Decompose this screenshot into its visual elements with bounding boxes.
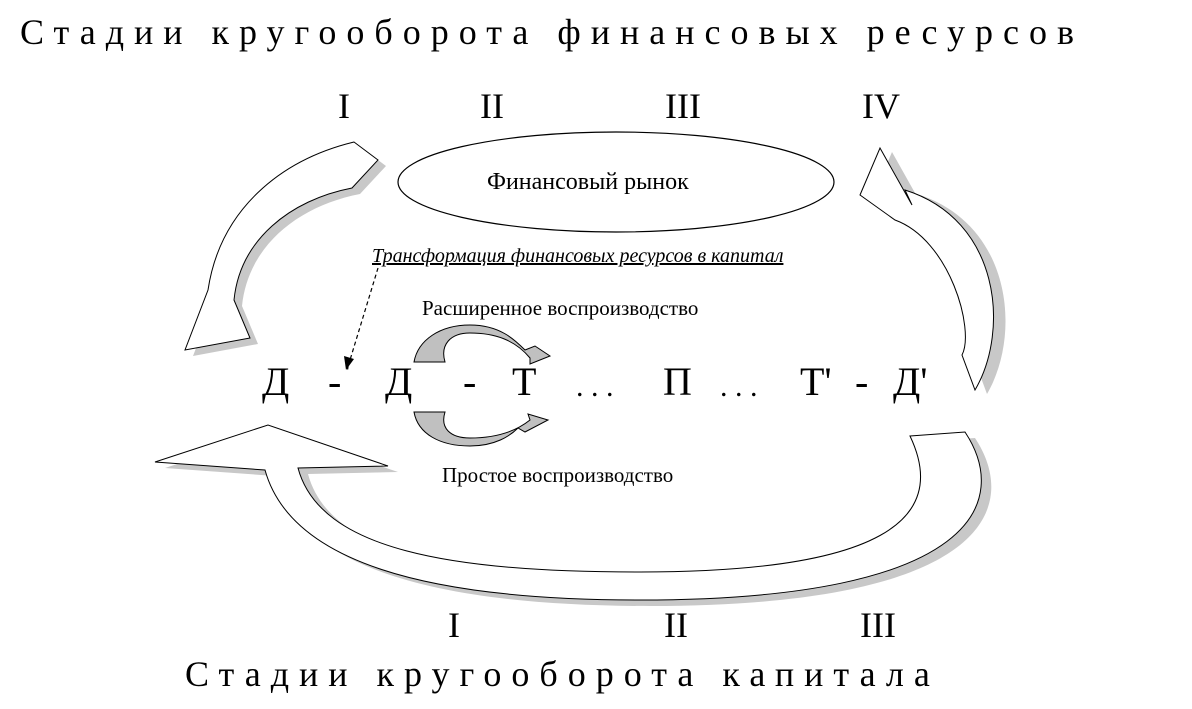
- top-stage-2: II: [480, 86, 504, 126]
- financial-market-oval: [397, 131, 835, 233]
- expanded-loop-arrow: [413, 324, 552, 365]
- formula-t1: Т: [512, 359, 537, 404]
- simple-loop-arrow: [413, 411, 550, 447]
- formula-p: П: [663, 359, 692, 404]
- formula-dash3: -: [855, 359, 869, 404]
- formula-prime: ': [345, 356, 351, 389]
- top-stage-3: III: [665, 86, 701, 126]
- formula-d3: Д': [893, 359, 928, 404]
- formula-dash1: -: [328, 359, 342, 404]
- formula-dots2: . . .: [720, 370, 758, 403]
- arrow-top-left: [184, 141, 386, 356]
- bottom-stage-1: I: [448, 605, 460, 645]
- financial-market-label: Финансовый рынок: [487, 169, 689, 195]
- formula-dash2: -: [463, 359, 477, 404]
- formula-d2: Д: [385, 359, 413, 404]
- formula-t2: Т': [800, 359, 832, 404]
- title-capital: Стадии кругооборота капитала: [185, 654, 940, 694]
- transformation-label: Трансформация финансовых ресурсов в капи…: [372, 245, 784, 267]
- arrow-top-right: [859, 146, 1006, 394]
- formula-d1: Д: [262, 359, 290, 404]
- transformation-pointer: [344, 267, 379, 370]
- arrow-bottom-cycle: [154, 424, 992, 606]
- formula-dots1: . . .: [576, 370, 614, 403]
- bottom-stage-2: II: [664, 605, 688, 645]
- title-financial-resources: Стадии кругооборота финансовых ресурсов: [20, 12, 1085, 52]
- top-stage-4: IV: [862, 86, 900, 126]
- expanded-reproduction-label: Расширенное воспроизводство: [422, 296, 699, 320]
- top-stage-1: I: [338, 86, 350, 126]
- bottom-stage-3: III: [860, 605, 896, 645]
- simple-reproduction-label: Простое воспроизводство: [442, 463, 674, 487]
